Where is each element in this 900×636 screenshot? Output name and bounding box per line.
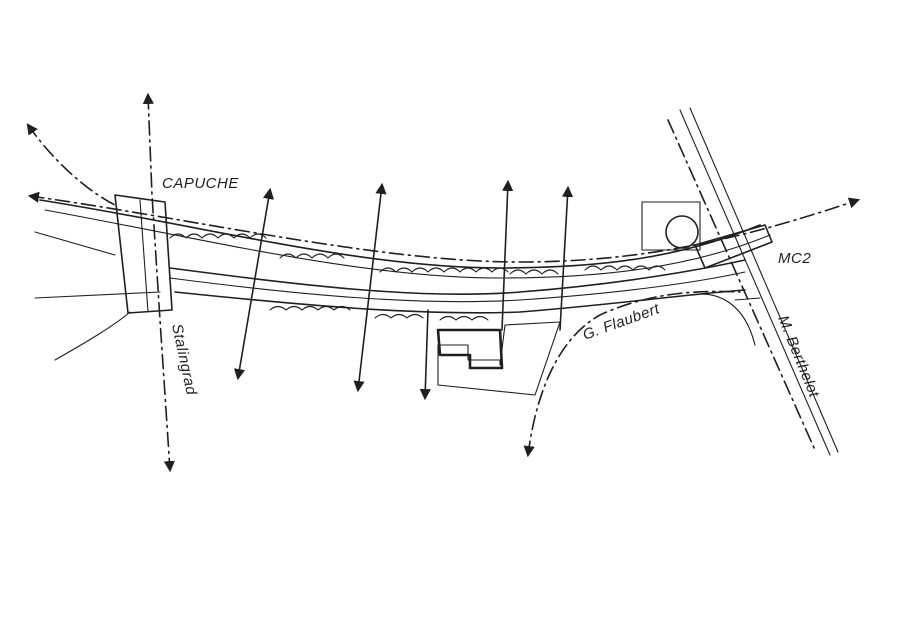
crossing-arrows <box>233 179 574 401</box>
stalingrad-label: Stalingrad <box>168 322 200 397</box>
tree-row-north <box>169 233 666 275</box>
berthelot-label: M. Berthelot <box>774 313 822 400</box>
berthelot-road <box>667 107 839 456</box>
round-building <box>641 201 701 251</box>
mc2-building <box>694 224 773 269</box>
boulevard-axis <box>26 123 861 263</box>
stalingrad-axis <box>142 92 175 473</box>
capuche-building <box>114 194 173 314</box>
flaubert-axis <box>523 290 741 458</box>
capuche-label: CAPUCHE <box>162 175 239 192</box>
mc2-label: MC2 <box>778 250 811 267</box>
boulevard <box>34 199 771 361</box>
flaubert-block <box>436 321 561 396</box>
